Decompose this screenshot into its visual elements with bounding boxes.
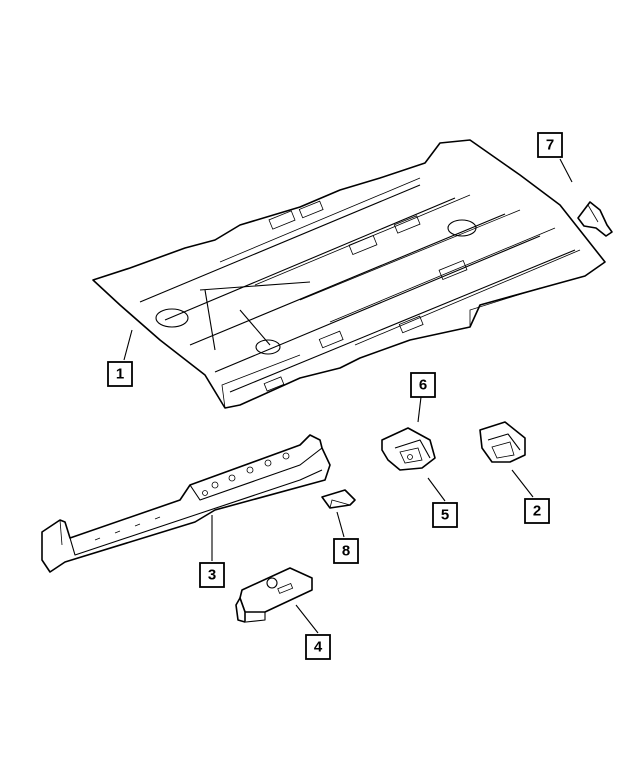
floor-pan[interactable]	[92, 139, 606, 409]
leader-7	[559, 158, 573, 183]
callout-2-label: 2	[533, 503, 541, 520]
leader-lines	[123, 158, 573, 634]
callout-3-label: 3	[208, 567, 216, 584]
leader-1	[123, 329, 133, 361]
callout-7[interactable]: 7	[537, 132, 563, 158]
callout-4-label: 4	[314, 639, 323, 656]
callout-8-label: 8	[342, 543, 350, 560]
small-clip[interactable]	[321, 489, 356, 509]
callout-3[interactable]: 3	[199, 562, 225, 588]
callout-6[interactable]: 6	[410, 372, 436, 398]
callout-4[interactable]: 4	[305, 634, 331, 660]
callout-1[interactable]: 1	[107, 361, 133, 387]
bracket-left[interactable]	[381, 427, 436, 471]
jack-bracket[interactable]	[235, 567, 313, 623]
leader-2	[511, 469, 534, 498]
callout-5[interactable]: 5	[432, 502, 458, 528]
leader-8	[336, 511, 345, 538]
bracket-right[interactable]	[479, 421, 526, 463]
callout-8[interactable]: 8	[333, 538, 359, 564]
leader-5	[427, 477, 446, 502]
sill-reinforcement[interactable]	[41, 434, 331, 573]
callout-1-label: 1	[116, 366, 124, 383]
leader-6	[417, 396, 422, 423]
callout-2[interactable]: 2	[524, 498, 550, 524]
callout-6-label: 6	[419, 377, 427, 394]
callout-5-label: 5	[441, 507, 449, 524]
callout-7-label: 7	[546, 137, 554, 154]
fastener[interactable]	[577, 201, 613, 237]
leader-4	[295, 604, 319, 634]
